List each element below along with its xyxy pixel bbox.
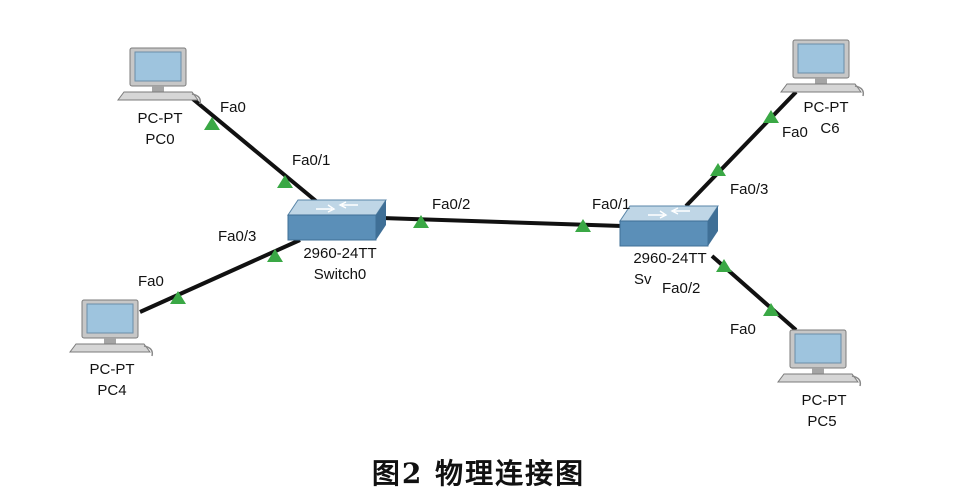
link-switch1-pc6 — [684, 90, 798, 208]
pc0-icon[interactable] — [117, 47, 202, 105]
switch1-fa02-label: Fa0/2 — [662, 280, 700, 297]
pc4-icon[interactable] — [69, 299, 154, 357]
pc0-type-label: PC-PT — [138, 110, 183, 127]
port-indicator-sw0-fa02 — [413, 215, 429, 228]
link-pc0-switch0 — [186, 93, 324, 208]
pc6-port-label: Fa0 — [782, 124, 808, 141]
pc0-port-label: Fa0 — [220, 99, 246, 116]
pc5-name-label: PC5 — [807, 413, 836, 430]
switch1-fa01-label: Fa0/1 — [592, 196, 630, 213]
pc6-icon[interactable] — [780, 39, 865, 97]
pc6-type-label: PC-PT — [804, 99, 849, 116]
switch0-model-label: 2960-24TT — [303, 245, 376, 262]
pc5-icon[interactable] — [777, 329, 862, 387]
pc4-port-label: Fa0 — [138, 273, 164, 290]
pc5-type-label: PC-PT — [802, 392, 847, 409]
pc4-name-label: PC4 — [97, 382, 126, 399]
switch0-name-label: Switch0 — [314, 266, 367, 283]
switch1-icon[interactable] — [619, 205, 719, 247]
pc6-name-label: C6 — [820, 120, 839, 137]
pc5-port-label: Fa0 — [730, 321, 756, 338]
switch1-model-label: 2960-24TT — [633, 250, 706, 267]
switch0-fa01-label: Fa0/1 — [292, 152, 330, 169]
figure-caption: 图2 物理连接图 — [371, 457, 586, 490]
switch0-fa03-label: Fa0/3 — [218, 228, 256, 245]
switch1-fa03-label: Fa0/3 — [730, 181, 768, 198]
switch0-fa02-label: Fa0/2 — [432, 196, 470, 213]
switch0-icon[interactable] — [287, 199, 387, 241]
switch1-name-label: Sv — [634, 271, 652, 288]
pc0-name-label: PC0 — [145, 131, 174, 148]
pc4-type-label: PC-PT — [90, 361, 135, 378]
